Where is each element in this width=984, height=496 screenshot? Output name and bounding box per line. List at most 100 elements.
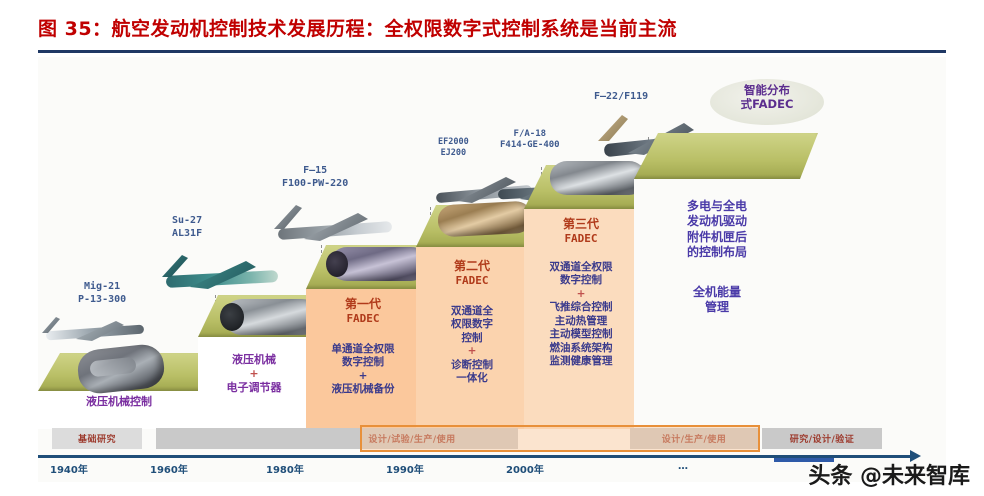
highlight-band — [360, 425, 760, 452]
step-3-line-4: 液压机械备份 — [331, 383, 395, 396]
axis-tick-1: 1940年 — [50, 465, 88, 476]
smart-fadec-line-2: 式FADEC — [740, 97, 794, 112]
callout-fa18-line-1: F/A-18 — [513, 129, 547, 139]
axis-tick-3: 1980年 — [266, 465, 304, 476]
callout-su27: Su-27 AL31F — [172, 215, 202, 240]
step-5-gen-title: 第三代 — [562, 217, 599, 231]
step-2-label: 液压机械 + 电子调节器 — [196, 353, 312, 395]
step-4-line-2: 权限数字 — [451, 318, 493, 331]
step-5-line-8: 监测健康管理 — [549, 355, 613, 368]
step-5-panel — [524, 209, 638, 429]
step-5: 第三代 FADEC 双通道全权限 数字控制 + 飞推综合控制 主动热管理 主动模… — [524, 161, 656, 429]
page-title: 图 35：航空发动机控制技术发展历程：全权限数字式控制系统是当前主流 — [38, 18, 678, 40]
watermark-bar — [774, 458, 834, 462]
step-2-line-1: 液压机械 — [232, 353, 276, 366]
axis-tick-2: 1960年 — [150, 465, 188, 476]
figure-title-bar: 图 35：航空发动机控制技术发展历程：全权限数字式控制系统是当前主流 — [38, 14, 946, 52]
smart-fadec-label: 智能分布 式FADEC — [710, 83, 824, 112]
callout-mig21: Mig-21 P-13-300 — [78, 281, 126, 306]
engine-art-2-hub — [220, 303, 244, 331]
smart-fadec-line-1: 智能分布 — [744, 83, 790, 97]
watermark: 头条 @未来智库 — [808, 464, 970, 489]
callout-f15-line-1: F—15 — [303, 165, 328, 176]
callout-su27-line-1: Su-27 — [172, 215, 203, 226]
step-2-panel — [198, 337, 310, 429]
step-5-line-5: 主动热管理 — [554, 314, 608, 327]
step-1-line-1: 液压机械控制 — [86, 395, 152, 408]
phase-bar-1: 基础研究 — [52, 428, 142, 449]
callout-f15-line-2: F100-PW-220 — [282, 177, 349, 189]
phase-bar-3: 设计/生产/使用 — [630, 428, 758, 449]
aircraft-mig21 — [40, 315, 148, 349]
step-3-line-2: 数字控制 — [342, 356, 384, 369]
step-6-line-2: 发动机驱动 — [686, 214, 747, 229]
aircraft-f15 — [266, 203, 398, 251]
step-4-line-3: 控制 — [461, 331, 483, 344]
axis-tick-4: 1990年 — [386, 465, 424, 476]
step-3-gen-sub: FADEC — [346, 312, 380, 326]
phase-bar-3-label: 设计/生产/使用 — [661, 435, 727, 445]
step-1-panel — [38, 391, 198, 429]
step-4-gen-sub: FADEC — [455, 274, 489, 288]
step-4-line-6: 一体化 — [456, 372, 488, 385]
step-5-line-1: 双通道全权限 — [549, 261, 613, 273]
aircraft-su27 — [156, 253, 286, 299]
step-5-line-6: 主动模型控制 — [549, 328, 613, 341]
callout-ef2000-line-2: EJ200 — [440, 147, 467, 158]
callout-ef2000: EF2000 EJ200 — [438, 137, 469, 158]
step-4-title-block: 第二代 FADEC — [416, 259, 528, 288]
su27-tail — [162, 255, 188, 277]
step-4-line-4: + — [467, 345, 477, 358]
timeline-axis-arrow — [910, 450, 921, 462]
step-4: 第二代 FADEC 双通道全 权限数字 控制 + 诊断控制 一体化 — [416, 200, 546, 429]
step-1-label: 液压机械控制 — [38, 395, 204, 409]
step-4-label: 双通道全 权限数字 控制 + 诊断控制 一体化 — [416, 305, 528, 386]
step-4-line-1: 双通道全 — [451, 305, 493, 317]
step-5-line-2: 数字控制 — [560, 274, 602, 287]
timeline-axis — [38, 455, 910, 458]
step-4-gen-title: 第二代 — [453, 259, 490, 273]
step-6-line-1: 多电与全电 — [686, 199, 747, 213]
axis-tick-6: … — [678, 461, 688, 472]
f22-tail — [598, 115, 628, 141]
phase-bar-2: 设计/试验/生产/使用 — [156, 428, 518, 449]
phase-bar-4: 研究/设计/验证 — [762, 428, 882, 449]
step-4-panel — [416, 247, 528, 429]
phase-bar-1-label: 基础研究 — [77, 435, 116, 445]
step-6: 多电与全电 发动机驱动 附件机匣后 的控制布局 全机能量 管理 — [634, 133, 818, 429]
title-divider — [38, 50, 946, 53]
staircase-diagram: 液压机械控制 Mig-21 P-13-300 液压机械 + 电子调节器 — [38, 57, 946, 482]
callout-fa18: F/A-18 F414-GE-400 — [500, 129, 560, 152]
step-3: 第一代 FADEC 单通道全权限 数字控制 + 液压机械备份 — [306, 245, 438, 429]
step-3-line-1: 单通道全权限 — [331, 343, 395, 355]
step-5-gen-sub: FADEC — [564, 232, 598, 246]
step-3-line-3: + — [358, 369, 368, 382]
step-5-label: 双通道全权限 数字控制 + 飞推综合控制 主动热管理 主动模型控制 燃油系统架构… — [524, 261, 638, 369]
callout-f15: F—15 F100-PW-220 — [282, 165, 348, 190]
f15-tail — [274, 205, 302, 229]
callout-f22-line-1: F—22/F119 — [594, 91, 649, 102]
phase-bar-2-label: 设计/试验/生产/使用 — [368, 435, 456, 445]
step-6-label-top: 多电与全电 发动机驱动 附件机匣后 的控制布局 — [634, 199, 800, 260]
step-4-line-5: 诊断控制 — [451, 358, 493, 371]
callout-su27-line-2: AL31F — [172, 227, 203, 239]
callout-f22: F—22/F119 — [594, 91, 648, 104]
step-6-line-5: 全机能量 — [692, 285, 741, 299]
step-6-tread — [634, 133, 818, 179]
step-1: 液压机械控制 — [38, 342, 218, 429]
callout-mig21-line-2: P-13-300 — [78, 293, 127, 305]
step-6-line-4: 的控制布局 — [686, 245, 747, 260]
step-3-gen-title: 第一代 — [344, 297, 381, 311]
step-5-line-7: 燃油系统架构 — [549, 341, 613, 354]
step-5-title-block: 第三代 FADEC — [524, 217, 638, 246]
callout-fa18-line-2: F414-GE-400 — [500, 140, 560, 151]
step-3-title-block: 第一代 FADEC — [306, 297, 420, 326]
step-6-line-3: 附件机匣后 — [686, 229, 747, 244]
step-2-line-3: 电子调节器 — [226, 381, 282, 395]
step-6-line-6: 管理 — [704, 300, 729, 315]
step-3-panel — [306, 289, 420, 429]
axis-tick-5: 2000年 — [506, 465, 544, 476]
callout-mig21-line-1: Mig-21 — [84, 281, 121, 292]
smart-fadec-bubble — [710, 79, 824, 125]
